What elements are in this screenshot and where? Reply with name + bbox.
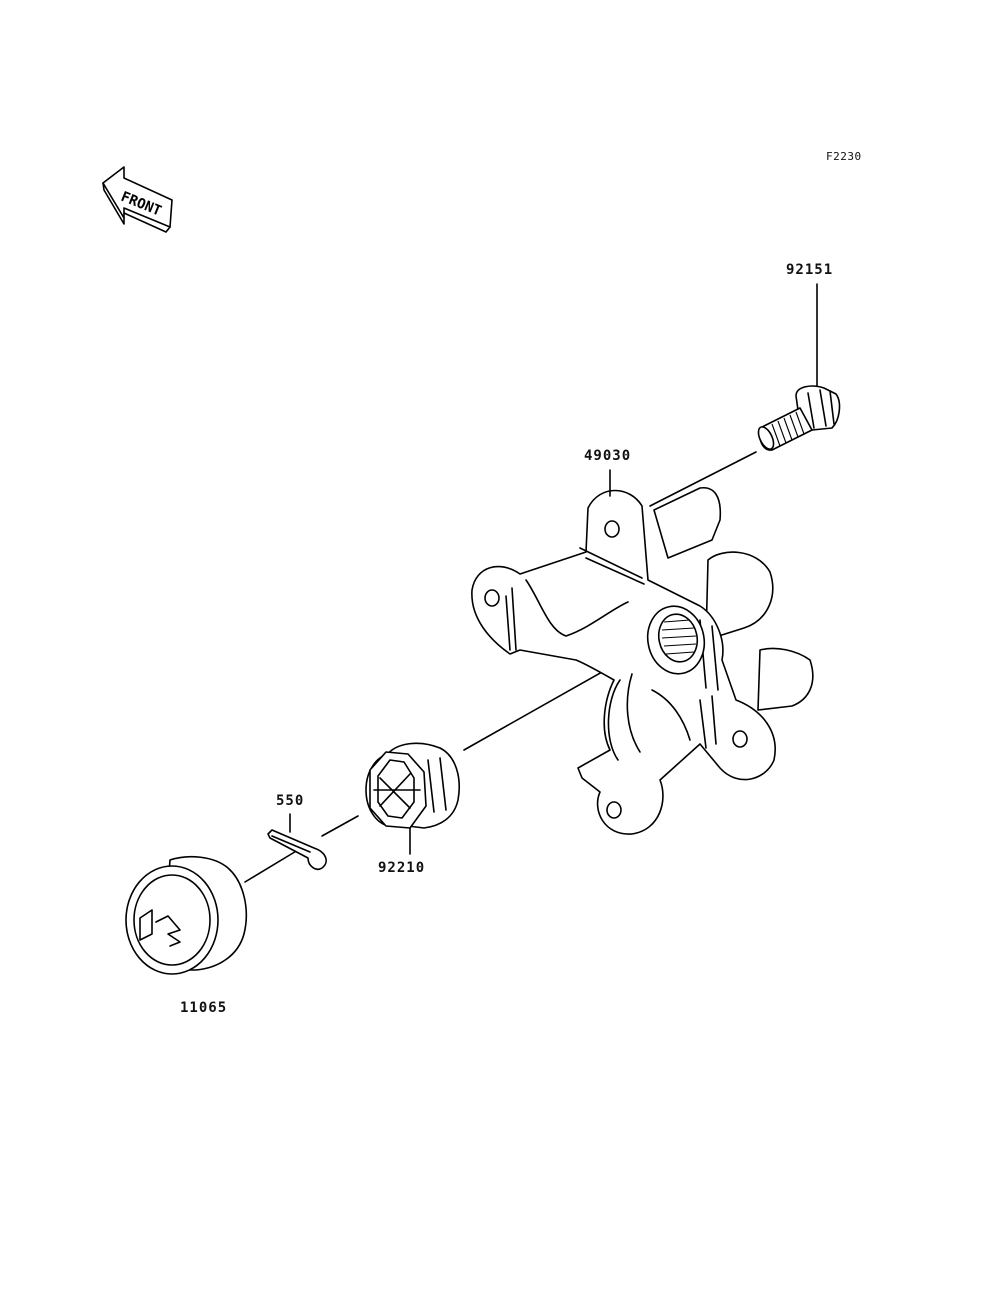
axis-nut-to-pin bbox=[321, 815, 359, 837]
figure-code: F2230 bbox=[826, 150, 862, 163]
label-92151: 92151 bbox=[786, 262, 834, 278]
axis-pin-to-cap bbox=[244, 849, 299, 883]
axis-bolt-to-hub bbox=[649, 451, 757, 507]
part-92210-castle-nut bbox=[365, 742, 460, 855]
part-92151-bolt bbox=[757, 283, 841, 451]
front-arrow-icon: FRONT bbox=[102, 166, 173, 233]
label-11065: 11065 bbox=[180, 1000, 228, 1016]
part-11065-cap bbox=[125, 855, 248, 975]
part-49030-hub bbox=[471, 469, 814, 835]
label-92210: 92210 bbox=[378, 860, 426, 876]
label-550: 550 bbox=[276, 793, 305, 809]
part-550-cotter-pin bbox=[267, 813, 327, 871]
label-49030: 49030 bbox=[584, 448, 632, 464]
